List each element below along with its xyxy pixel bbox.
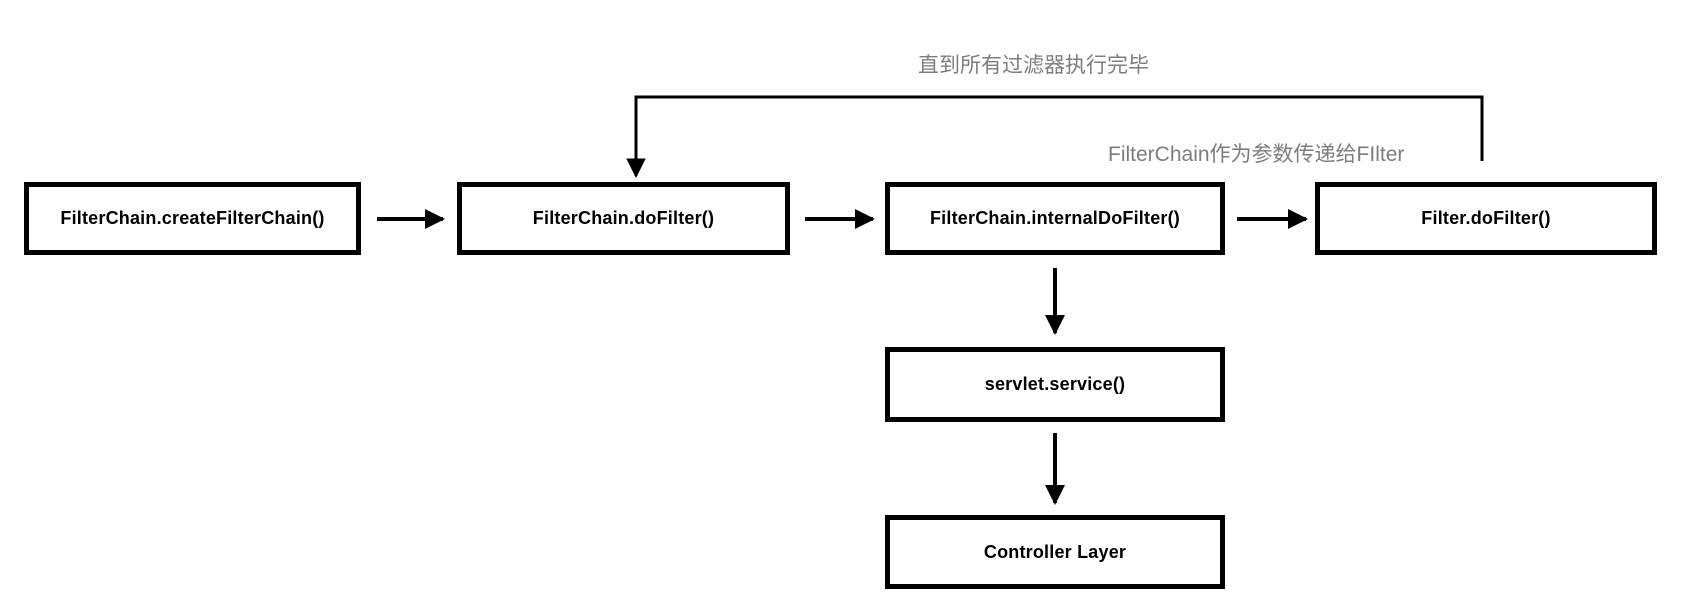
node-label: Controller Layer [983,541,1127,562]
param-annotation: FilterChain作为参数传递给FIlter [1108,143,1405,166]
node-do-filter: FilterChain.doFilter() [457,182,790,255]
node-label: servlet.service() [984,374,1126,394]
loop-annotation: 直到所有过滤器执行完毕 [918,54,1149,77]
node-label: FilterChain.createFilterChain() [60,208,325,228]
node-label: FilterChain.internalDoFilter() [929,208,1180,228]
node-create-filter-chain: FilterChain.createFilterChain() [24,182,361,255]
node-internal-do-filter: FilterChain.internalDoFilter() [885,182,1225,255]
node-filter-do-filter: Filter.doFilter() [1315,182,1657,255]
node-label: Filter.doFilter() [1421,208,1551,228]
node-label: FilterChain.doFilter() [532,208,715,228]
node-servlet-service: servlet.service() [885,347,1225,422]
node-controller-layer: Controller Layer [885,515,1225,589]
